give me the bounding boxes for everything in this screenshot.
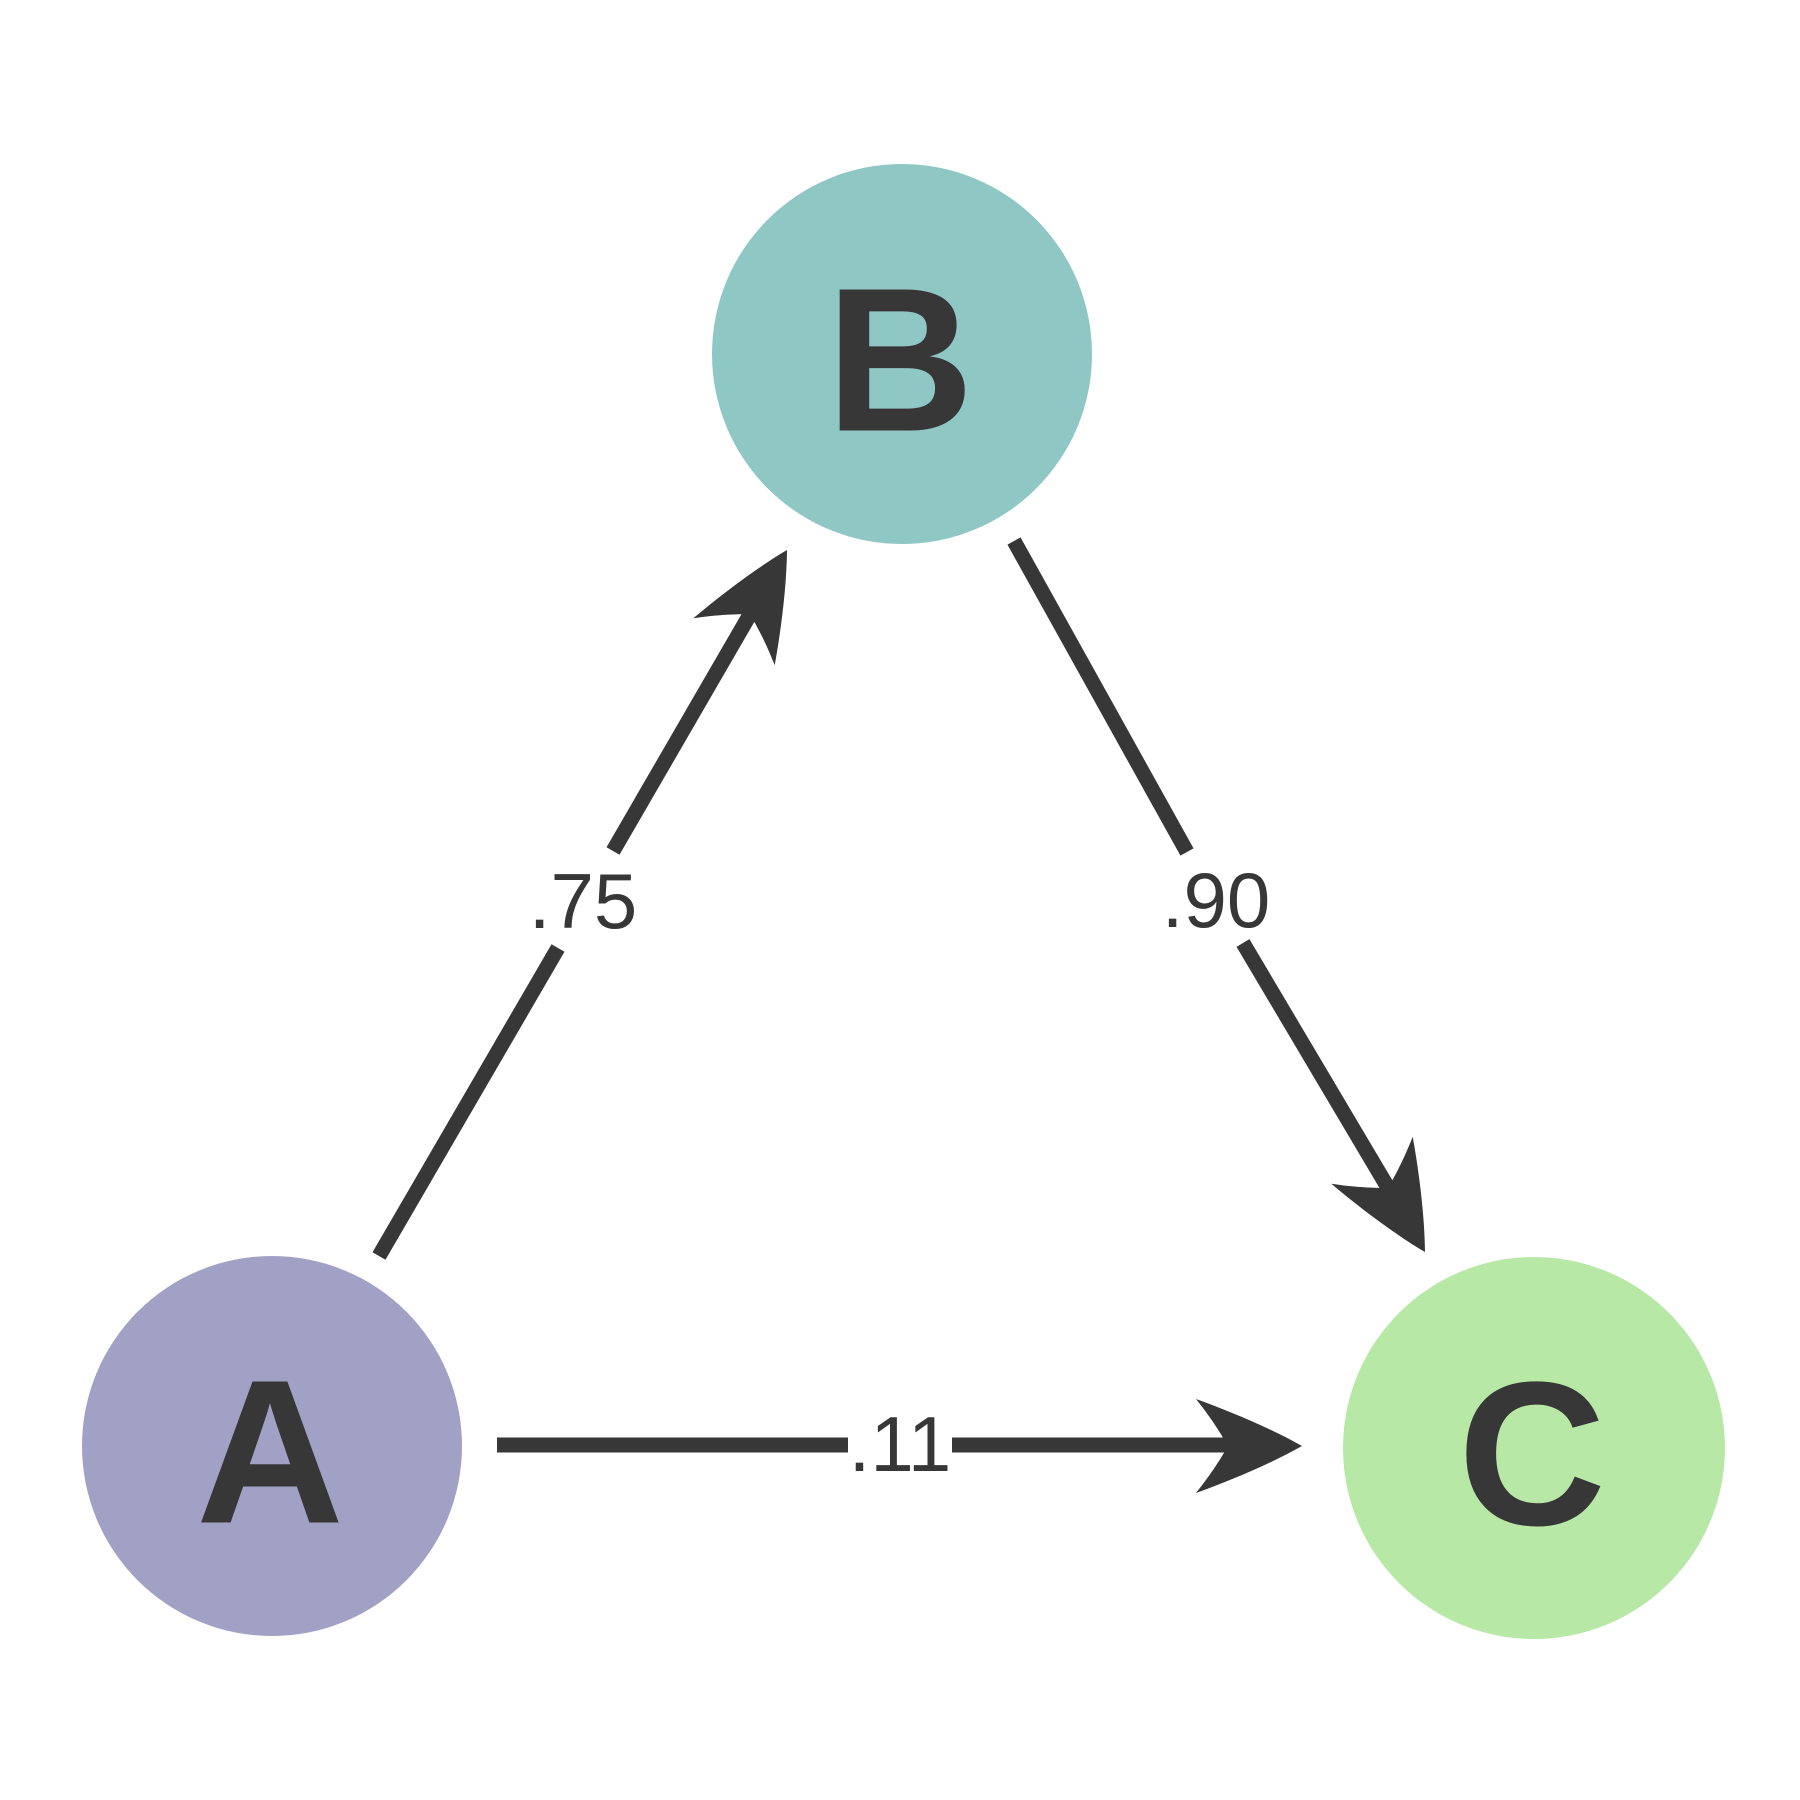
edge-b-c-arrowhead-icon	[1331, 1136, 1466, 1276]
edge-a-b-weight-label: .75	[529, 857, 637, 945]
edge-a-c-weight-label: .11	[849, 1400, 952, 1488]
edge-b-c-weight-label: .90	[1162, 856, 1270, 944]
node-b-circle	[712, 164, 1092, 544]
node-a-circle	[82, 1256, 462, 1636]
edge-a-b-arrowhead-icon	[693, 526, 828, 666]
edge-b-c-segment-lower	[1236, 939, 1397, 1195]
edge-a-b-segment-lower	[372, 944, 565, 1260]
edge-a-to-c: .11	[497, 1399, 1302, 1493]
node-c-circle	[1343, 1257, 1725, 1639]
edge-b-c-segment-upper	[1007, 537, 1194, 856]
node-c: C	[1343, 1257, 1725, 1639]
edge-a-b-segment-upper	[606, 607, 759, 855]
node-b-label: B	[826, 246, 974, 475]
edge-b-to-c: .90	[1007, 537, 1466, 1276]
node-b: B	[712, 164, 1092, 544]
node-a-label: A	[196, 1338, 344, 1567]
node-c-label: C	[1458, 1340, 1606, 1569]
node-a: A	[82, 1256, 462, 1636]
edge-a-to-b: .75	[372, 526, 828, 1260]
